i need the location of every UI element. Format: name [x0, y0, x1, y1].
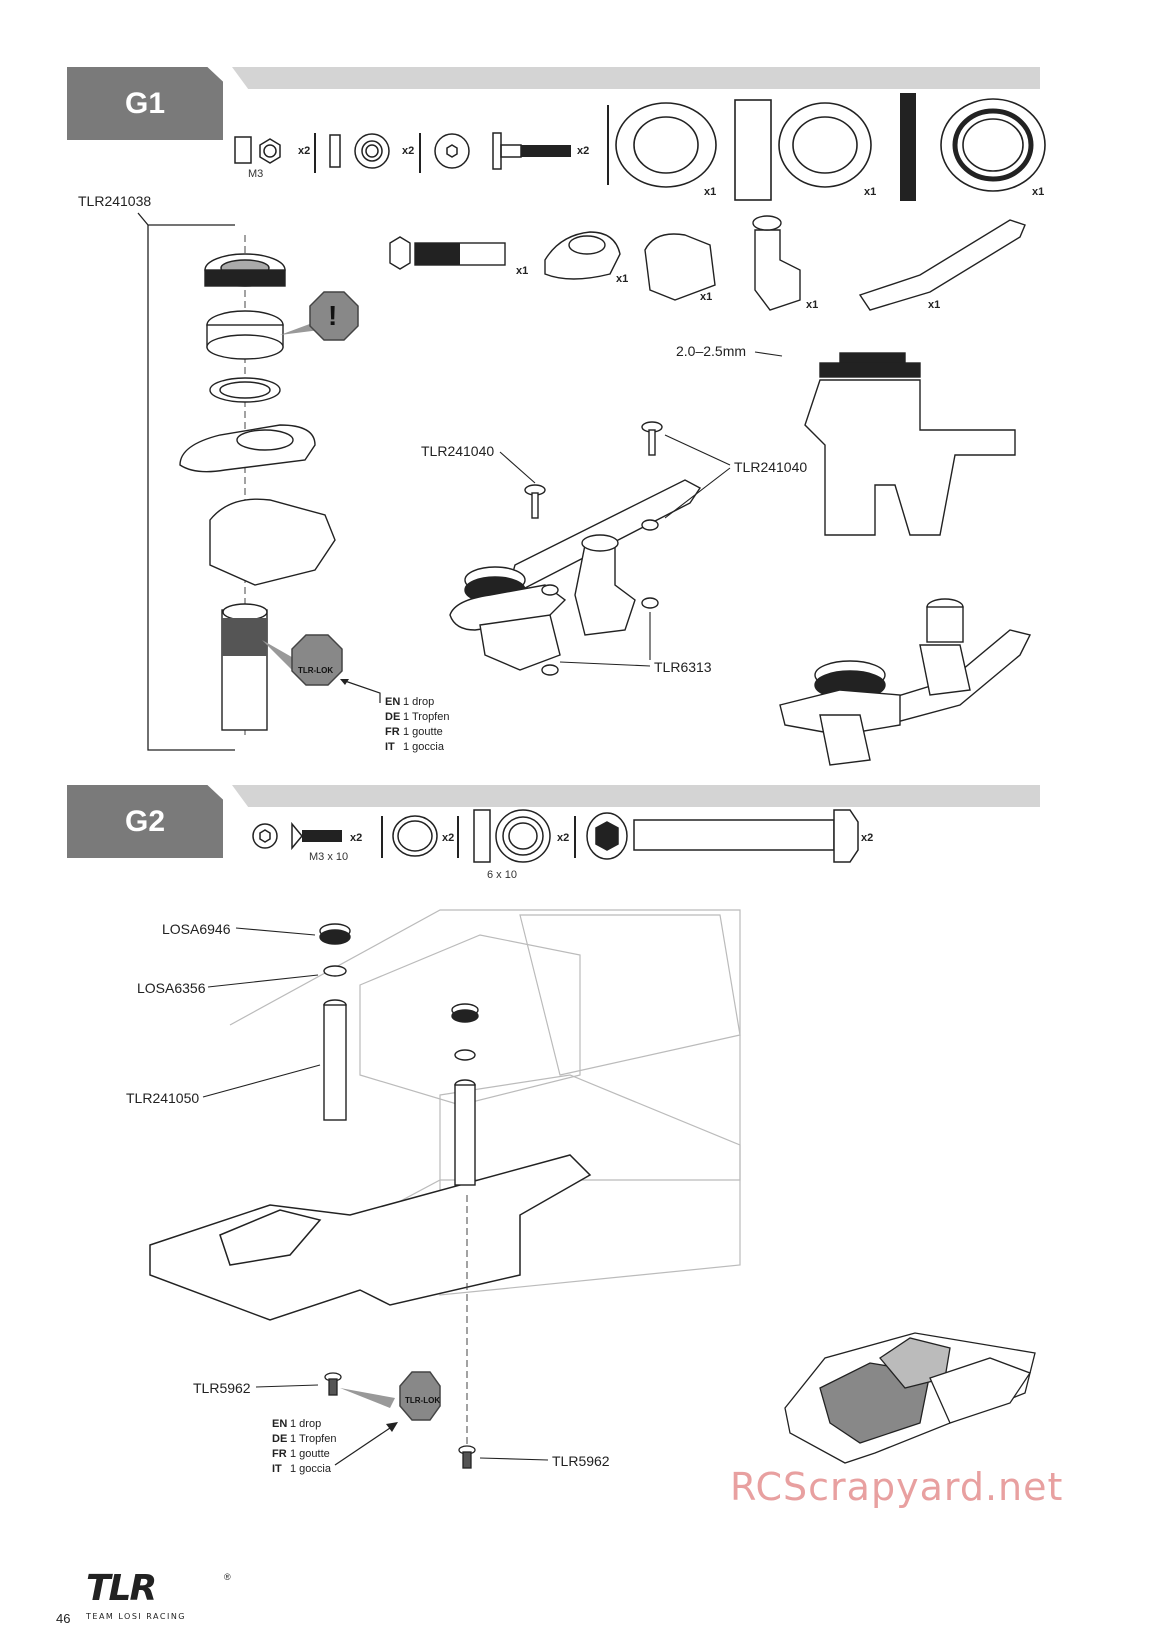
g1-nut-label: TLR6313 — [654, 659, 712, 675]
g2-chassis-drawing — [149, 909, 741, 1445]
g1-kit-label: TLR241038 — [78, 193, 152, 209]
g1-threadlock-arrow — [340, 679, 381, 703]
g2-post-qty: x2 — [861, 832, 874, 844]
g1-nut-qty: x2 — [298, 145, 311, 157]
g2-screw-qty: x2 — [350, 832, 363, 844]
warning-icon — [280, 291, 359, 341]
warning-glyph: ! — [328, 300, 338, 331]
g1-post-qty: x1 — [516, 265, 529, 277]
step-g2-bar — [232, 785, 1040, 807]
g2-oring-label: LOSA6356 — [137, 980, 206, 996]
g1-tlr-lok-icon — [262, 634, 343, 686]
g1-arm-b-qty: x1 — [700, 291, 713, 303]
g2-screw-label-bottom: TLR5962 — [552, 1453, 610, 1469]
g1-parts-drawings — [389, 215, 1026, 311]
tlr-logo-subtitle: TEAM LOSI RACING — [86, 1612, 187, 1621]
g2-tlr-lok-icon — [340, 1371, 441, 1421]
g1-ring-c-qty: x1 — [1032, 186, 1045, 198]
registered-mark: ® — [224, 1572, 231, 1582]
g1-screw-label-right: TLR241040 — [734, 459, 808, 475]
g2-screw-label-left: TLR5962 — [193, 1380, 251, 1396]
g1-nut-size: M3 — [248, 168, 264, 180]
g1-tlr-lok-label: TLR-LOK — [298, 666, 334, 675]
g2-post-label: TLR241050 — [126, 1090, 200, 1106]
g2-oring-qty: x2 — [442, 832, 455, 844]
g2-bearing-label: LOSA6946 — [162, 921, 231, 937]
g1-ring-b-qty: x1 — [864, 186, 877, 198]
watermark: RCScrapyard.net — [730, 1465, 1064, 1509]
step-g1-bar — [232, 67, 1040, 89]
g1-gap-label: 2.0–2.5mm — [676, 343, 747, 359]
page-number: 46 — [56, 1611, 71, 1626]
g1-arm-a-qty: x1 — [616, 273, 629, 285]
g1-gap-detail — [804, 352, 1016, 536]
g2-hardware-drawings — [252, 809, 859, 863]
g1-exploded-stack — [179, 253, 336, 731]
g1-center-assembly — [449, 421, 702, 676]
car-overview-thumbnail — [784, 1332, 1036, 1464]
g2-bearing-qty: x2 — [557, 832, 570, 844]
step-g2-tab: G2 — [67, 785, 223, 858]
g1-arm-c-qty: x1 — [806, 299, 819, 311]
g1-washer-qty: x2 — [402, 145, 415, 157]
g2-tlr-lok-label: TLR-LOK — [405, 1396, 441, 1405]
g2-threadlock-arrow — [334, 1422, 398, 1466]
g2-bearing-size: 6 x 10 — [487, 869, 517, 881]
g1-screw-label-top: TLR241040 — [421, 443, 495, 459]
g1-ring-a-qty: x1 — [704, 186, 717, 198]
g1-final-assembly — [779, 598, 1032, 766]
g2-screw-size: M3 x 10 — [309, 851, 349, 863]
g1-screw-qty: x2 — [577, 145, 590, 157]
tlr-logo: TLR — [86, 1568, 157, 1609]
g1-hardware-drawings — [234, 93, 1046, 201]
g1-link-qty: x1 — [928, 299, 941, 311]
step-g1-tab: G1 — [67, 67, 223, 140]
